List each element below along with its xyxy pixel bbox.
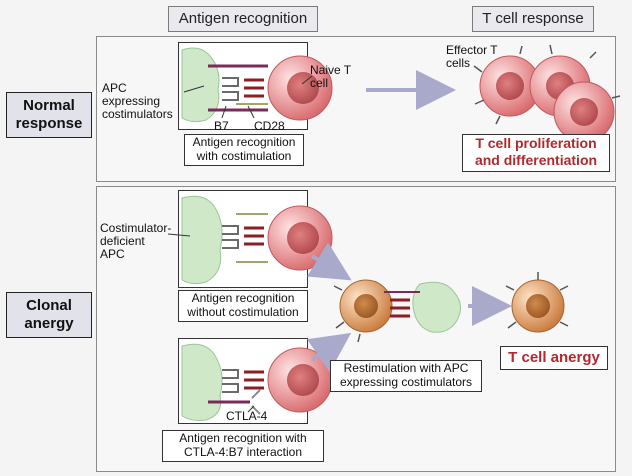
row-label-normal-response: Normal response (6, 92, 92, 138)
apc-restim (412, 281, 461, 333)
receptor-complex-ctla4 (208, 369, 264, 415)
label-costim-deficient-apc: Costimulator-deficient APC (100, 221, 172, 261)
apc-cell-costim-deficient (181, 195, 223, 285)
naive-t-cell-normal (267, 55, 333, 121)
outcome-anergy: T cell anergy (500, 346, 608, 370)
label-cd28: CD28 (254, 119, 285, 133)
effector-t-cells (473, 44, 621, 149)
anergic-t-cell-result (505, 272, 569, 333)
caption-ctla4-interaction: Antigen recognition with CTLA-4:B7 inter… (162, 430, 324, 462)
apc-cell-ctla4 (181, 343, 223, 421)
caption-with-costim: Antigen recognition with costimulation (184, 134, 304, 166)
caption-without-costim: Antigen recognition without costimulatio… (178, 290, 308, 322)
anergic-t-cell-restim (333, 279, 393, 343)
naive-t-cell-ctla4 (267, 347, 333, 413)
arrow-ctla4-to-restim (306, 332, 352, 373)
receptor-complex-no-costim (222, 213, 268, 263)
label-naive-t-cell: Naive T cell (310, 63, 351, 90)
arrow-no-costim-to-restim (307, 242, 352, 281)
label-leaders (167, 75, 313, 413)
row-label-normal-text: Normal response (15, 97, 83, 132)
antigen-recognition-header: Antigen recognition (168, 6, 318, 32)
caption-restimulation: Restimulation with APC expressing costim… (330, 360, 482, 392)
receptor-complex-normal (208, 64, 268, 112)
outcome-proliferation: T cell proliferation and differentiation (462, 134, 610, 172)
row-label-clonal-anergy: Clonal anergy (6, 292, 92, 338)
t-cell-response-header: T cell response (472, 6, 594, 32)
label-effector-t-cells: Effector T cells (446, 43, 498, 70)
row-label-anergy-text: Clonal anergy (24, 297, 74, 332)
label-b7: B7 (214, 119, 229, 133)
receptor-complex-restim (384, 291, 420, 318)
label-apc-expressing: APC expressing costimulators (102, 81, 173, 121)
label-ctla4: CTLA-4 (226, 409, 268, 423)
